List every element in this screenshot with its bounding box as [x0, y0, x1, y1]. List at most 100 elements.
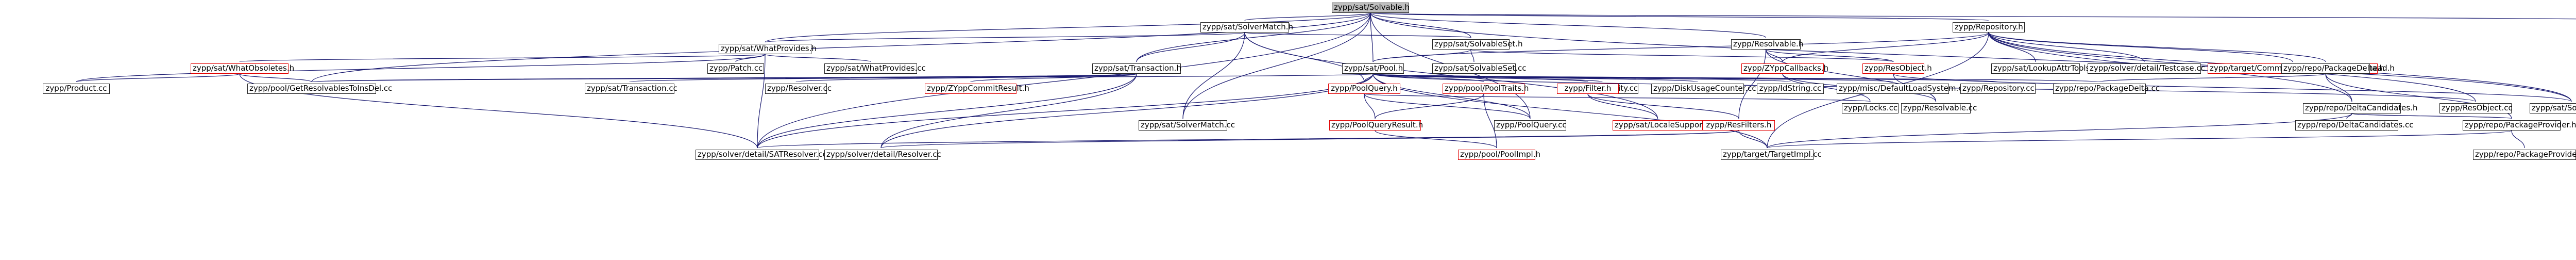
edge-solvable_h-to-getresolvables_cc [311, 8, 1373, 83]
node-getresolvables-cc[interactable]: zypp/pool/GetResolvablesToInsDel.cc [247, 84, 392, 94]
node-packageprovider-h[interactable]: zypp/repo/PackageProvider.h [2463, 120, 2576, 131]
edge-resfilters_h-to-detailresolver_cc [880, 126, 1741, 149]
edge-whatprovides_h-to-whatobsoletes_h [239, 50, 768, 62]
node-locks-cc[interactable]: zypp/Locks.cc [1842, 103, 1899, 113]
edge-poolquery_h-to-poolquery_cc [1362, 89, 1531, 119]
node-pool-h[interactable]: zypp/sat/Pool.h [1342, 63, 1404, 74]
edge-layer [76, 8, 2576, 149]
node-poolquery-cc[interactable]: zypp/PoolQuery.cc [1494, 120, 1567, 131]
node-iditstring-cc[interactable]: zypp/IdString.cc [1757, 84, 1824, 94]
edge-resolvable_h-to-resobject_h [1764, 45, 1894, 62]
edge-packageprovider_h-to-packageprovider_cc [2509, 126, 2525, 149]
node-resfilters-h[interactable]: zypp/ResFilters.h [1703, 120, 1775, 131]
node-lookupattrtools-h[interactable]: zypp/sat/LookupAttrTools.h [1991, 63, 2097, 74]
edge-pool_h-to-filter_h [1370, 69, 1588, 83]
node-pooltraits-h[interactable]: zypp/pool/PoolTraits.h [1443, 84, 1529, 94]
node-whatprovides-h[interactable]: zypp/sat/WhatProvides.h [719, 44, 817, 54]
edge-solvermatch_h-to-solvermatch_cc [1182, 28, 1247, 119]
node-zyppcommitresult-h[interactable]: zypp/ZYppCommitResult.h [925, 84, 1029, 94]
node-testcase-cc[interactable]: zypp/solver/detail/Testcase.cc [2088, 63, 2205, 74]
node-repository-cc[interactable]: zypp/Repository.cc [1960, 84, 2036, 94]
edge-resolvable_h-to-resfilters_h [1738, 45, 1768, 119]
node-patch-cc[interactable]: zypp/Patch.cc [707, 63, 764, 74]
edge-solvable_h-to-solvableset_h [1368, 8, 1471, 38]
edge-packagedelta_h-to-deltacandidates_h [2323, 69, 2352, 102]
edge-repository_h-to-packagedelta_h [1986, 28, 2326, 62]
edge-pool_h-to-satresolver_cc [757, 69, 1376, 149]
node-solvermatch-h[interactable]: zypp/sat/SolverMatch.h [1200, 22, 1293, 32]
edge-pooltraits_h-to-poolqueryresult_h [1375, 89, 1486, 119]
node-transaction-h[interactable]: zypp/sat/Transaction.h [1092, 63, 1181, 74]
edge-deltacandidates_h-to-targetimpl_cc [1767, 109, 2354, 149]
node-deltacandidates-cc[interactable]: zypp/repo/DeltaCandidates.cc [2295, 120, 2413, 131]
edge-solvable_h-to-transaction_h [1136, 8, 1373, 62]
node-defaultloadsystem-cc[interactable]: zypp/misc/DefaultLoadSystem.cc [1837, 84, 1967, 94]
edge-resfilters_h-to-targetimpl_cc [1736, 126, 1768, 149]
edge-whatprovides_h-to-satresolver_cc [757, 50, 768, 149]
node-whatobsoletes-h[interactable]: zypp/sat/WhatObsoletes.h [191, 63, 294, 74]
edge-solvable_h-to-whatprovides_h [765, 8, 1373, 43]
edge-solvermatch_h-to-solvableset_h [1242, 28, 1471, 38]
node-poolimpl-h[interactable]: zypp/pool/PoolImpl.h [1458, 150, 1540, 160]
node-resolvable-h[interactable]: zypp/Resolvable.h [1731, 39, 1803, 50]
node-resolvable-cc[interactable]: zypp/Resolvable.cc [1901, 103, 1977, 113]
edge-packageprovider_h-to-targetimpl_cc [1767, 126, 2514, 149]
node-packagedelta-h[interactable]: zypp/repo/PackageDelta.h [2281, 63, 2384, 74]
node-filter-h[interactable]: zypp/Filter.h [1557, 84, 1619, 94]
edge-solvable_h-to-satresolver_cc [757, 8, 1373, 149]
node-solvableset-h[interactable]: zypp/sat/SolvableSet.h [1432, 39, 1523, 50]
edge-whatprovides_h-to-product_cc [76, 50, 768, 83]
node-product-cc[interactable]: zypp/Product.cc [43, 84, 110, 94]
edge-whatobsoletes_h-to-getresolvables_cc [237, 69, 312, 83]
node-resobject-h[interactable]: zypp/ResObject.h [1862, 63, 1932, 74]
edge-solvable_h-to-queue_cc [1368, 9, 2576, 20]
edge-solvable_h-to-satsolvable_cc [1368, 8, 2572, 102]
node-solvermatch-cc[interactable]: zypp/sat/SolverMatch.cc [1139, 120, 1235, 131]
edge-repository_h-to-zyppcallbacks_h [1782, 28, 1991, 62]
edge-transaction_h-to-zyppcommitresult_h [970, 69, 1139, 83]
node-detailresolver-cc[interactable]: zypp/solver/detail/Resolver.cc [824, 150, 941, 160]
node-diskusagecounter-cc[interactable]: zypp/DiskUsageCounter.cc [1651, 84, 1756, 94]
node-transaction-cc[interactable]: zypp/sat/Transaction.cc [585, 84, 677, 94]
edge-transaction_h-to-getresolvables_cc [311, 69, 1139, 83]
node-repository-h[interactable]: zypp/Repository.h [1953, 22, 2025, 32]
edge-resfilters_h-to-satresolver_cc [757, 126, 1741, 149]
edge-whatprovides_h-to-whatprovides_cc [762, 50, 871, 62]
edge-solvableset_h-to-solvableset_cc [1468, 45, 1475, 62]
node-resolver-cc[interactable]: zypp/Resolver.cc [765, 84, 832, 94]
edge-poolquery_h-to-poolqueryresult_h [1362, 89, 1376, 119]
edge-solvable_h-to-pool_h [1368, 8, 1374, 62]
node-deltacandidates-h[interactable]: zypp/repo/DeltaCandidates.h [2303, 103, 2417, 113]
edge-solvableset_h-to-resobject_h [1468, 45, 1894, 62]
edge-pool_h-to-defaultloadsystem_cc [1370, 69, 1893, 83]
edge-filter_h-to-localesupport_h [1585, 89, 1658, 119]
edge-poolqueryresult_h-to-poolimpl_h [1372, 126, 1497, 149]
edge-whatobsoletes_h-to-product_cc [76, 69, 242, 83]
node-packageprovider-cc[interactable]: zypp/repo/PackageProvider.cc [2473, 150, 2576, 160]
node-resobject-cc[interactable]: zypp/ResObject.cc [2439, 103, 2513, 113]
edge-transaction_h-to-satresolver_cc [757, 69, 1139, 149]
node-localesupport-h[interactable]: zypp/sat/LocaleSupport.h [1613, 120, 1713, 131]
node-zyppcallbacks-h[interactable]: zypp/ZYppCallbacks.h [1741, 63, 1828, 74]
node-repopackagedelta-cc[interactable]: zypp/repo/PackageDelta.cc [2053, 84, 2160, 94]
edge-packagedelta_h-to-repopackagedelta_cc [2099, 69, 2328, 83]
node-whatprovides-cc[interactable]: zypp/sat/WhatProvides.cc [824, 63, 926, 74]
edge-solvermatch_h-to-transaction_h [1136, 28, 1247, 62]
node-solvable-h[interactable]: zypp/sat/Solvable.h [1332, 3, 1410, 13]
node-satresolver-cc[interactable]: zypp/solver/detail/SATResolver.cc [696, 150, 827, 160]
node-targetimpl-cc[interactable]: zypp/target/TargetImpl.cc [1721, 150, 1822, 160]
edge-solvable_h-to-solvermatch_cc [1182, 8, 1373, 119]
edge-transaction_h-to-detailresolver_cc [880, 69, 1139, 149]
edge-resolvable_h-to-zyppcallbacks_h [1764, 45, 1783, 62]
edge-pooltraits_h-to-poolimpl_h [1481, 89, 1497, 149]
edge-solvable_h-to-resolvable_h [1368, 8, 1767, 38]
node-solvableset-cc[interactable]: zypp/sat/SolvableSet.cc [1432, 63, 1527, 74]
edge-resobject_h-to-satsolvable_cc [1891, 69, 2572, 102]
edge-solvermatch_h-to-whatprovides_h [765, 28, 1247, 43]
node-poolqueryresult-h[interactable]: zypp/PoolQueryResult.h [1329, 120, 1423, 131]
edge-pool_h-to-repopackagedelta_cc [1370, 69, 2100, 83]
edge-zyppcallbacks_h-to-locks_cc [1780, 69, 1871, 102]
node-satsolvable-cc[interactable]: zypp/sat/Solvable.cc [2530, 103, 2576, 113]
node-poolquery-h[interactable]: zypp/PoolQuery.h [1328, 84, 1400, 94]
